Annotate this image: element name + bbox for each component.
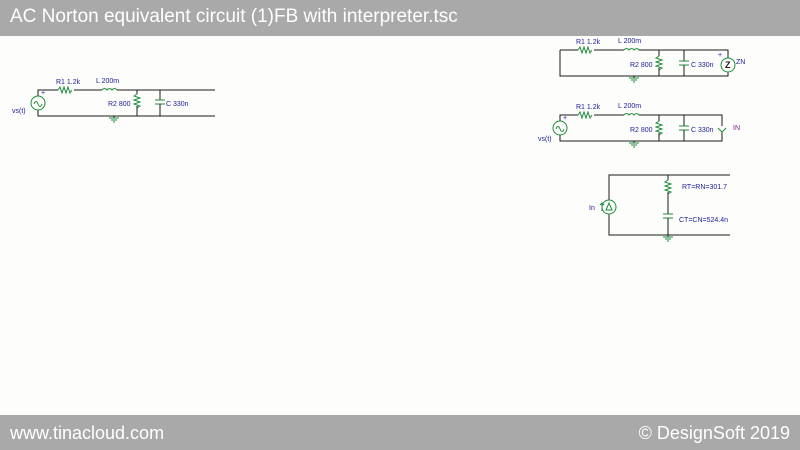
vs-label: vs(t): [538, 136, 552, 143]
r1-label: R1 1.2k: [576, 104, 601, 111]
plus-sign: +: [718, 52, 722, 59]
c-label: C 330n: [691, 62, 714, 69]
schematic-canvas: [0, 36, 800, 415]
page-title: AC Norton equivalent circuit (1)FB with …: [10, 6, 458, 27]
r2-label: R2 800: [630, 127, 653, 134]
voltage-source-icon: [552, 120, 568, 136]
in-label: In: [589, 205, 595, 212]
rt-label: RT=RN=301.7: [682, 184, 727, 191]
circuit-3: R1 1.2k L 200m R2 800 C 330n vs(t) IN +: [538, 103, 740, 148]
footer-bar: www.tinacloud.com © DesignSoft 2019: [0, 415, 800, 450]
circuit-2: Z R1 1.2k L 200m R2 800 C 330n ZN +: [559, 38, 745, 83]
title-bar: AC Norton equivalent circuit (1)FB with …: [0, 0, 800, 36]
impedance-meter-icon: [720, 57, 736, 73]
ground-icon: [663, 236, 673, 242]
plus-sign: +: [563, 115, 567, 122]
ground-icon: [109, 117, 119, 123]
l-label: L 200m: [618, 103, 641, 110]
c-label: C 330n: [691, 127, 714, 134]
plus-sign: +: [41, 90, 45, 97]
vs-label: vs(t): [12, 108, 26, 115]
ground-icon: [629, 77, 639, 83]
copyright-text: © DesignSoft 2019: [638, 423, 790, 443]
ct-label: CT=CN=524.4n: [679, 217, 728, 224]
c-label: C 330n: [166, 101, 189, 108]
voltage-source-icon: [30, 95, 46, 111]
r2-label: R2 800: [630, 62, 653, 69]
circuit-1: R1 1.2k L 200m R2 800 C 330n vs(t) +: [12, 78, 215, 123]
in-label: IN: [733, 125, 740, 132]
current-meter-icon: [717, 127, 727, 133]
impedance-meter-symbol: Z: [725, 60, 731, 70]
ground-icon: [629, 142, 639, 148]
circuit-4: In RT=RN=301.7 CT=CN=524.4n: [589, 174, 730, 242]
l-label: L 200m: [96, 78, 119, 85]
r2-label: R2 800: [108, 101, 131, 108]
r1-label: R1 1.2k: [576, 39, 601, 46]
r1-label: R1 1.2k: [56, 79, 81, 86]
website-link[interactable]: www.tinacloud.com: [10, 423, 165, 443]
schematic-svg: R1 1.2k L 200m R2 800 C 330n vs(t) + Z R…: [12, 38, 745, 242]
l-label: L 200m: [618, 38, 641, 45]
zn-label: ZN: [736, 59, 745, 66]
